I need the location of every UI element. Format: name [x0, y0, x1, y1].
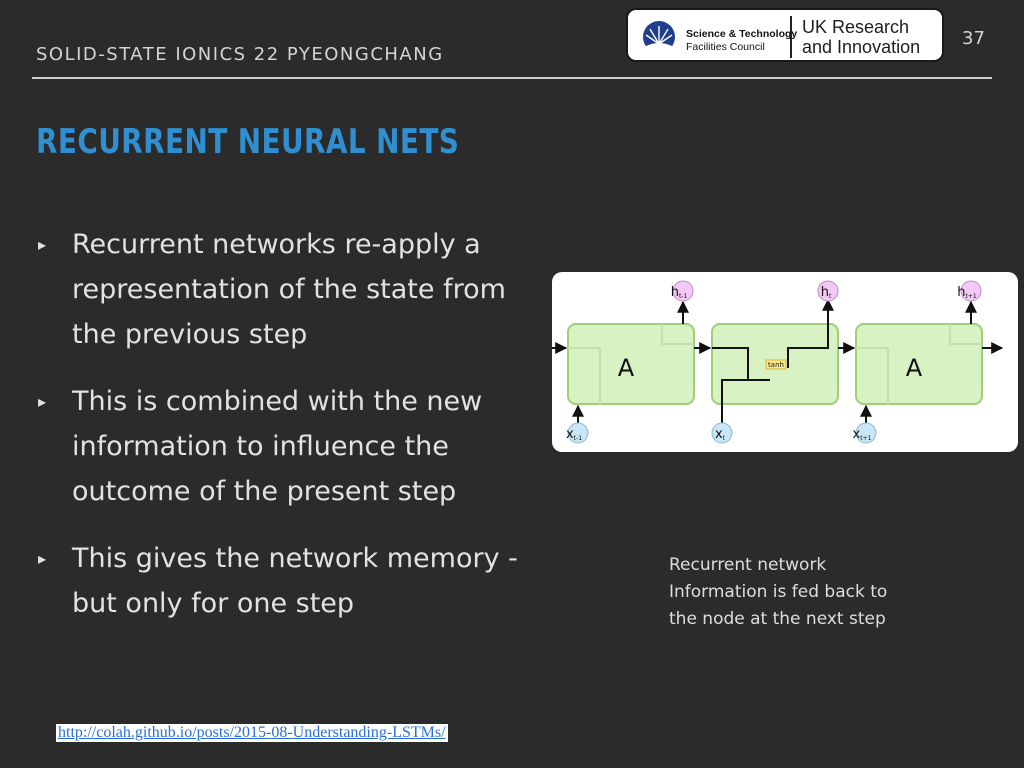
ukri-name-line2: and Innovation	[802, 37, 921, 57]
diagram-caption: Recurrent network Information is fed bac…	[669, 555, 888, 629]
bullet-list: ▸ Recurrent networks re-apply a represen…	[38, 222, 558, 648]
bullet-marker-icon: ▸	[38, 549, 47, 568]
input-node-right	[855, 422, 877, 444]
bullet-item: ▸ Recurrent networks re-apply a represen…	[38, 222, 558, 357]
input-node-middle-label: xt	[715, 427, 726, 442]
rnn-unrolled-diagram: tanh A A ht-1 ht ht+1 xt-1 xt xt+1	[552, 280, 1004, 444]
stfc-name-line2: Facilities Council	[686, 41, 765, 53]
input-node-left-label: xt-1	[566, 427, 582, 442]
output-node-middle	[817, 280, 839, 302]
input-node-right-label: xt+1	[853, 427, 872, 442]
bullet-marker-icon: ▸	[38, 392, 47, 411]
output-node-right	[960, 280, 982, 302]
rnn-diagram-card: tanh A A ht-1 ht ht+1 xt-1 xt xt+1	[552, 272, 1018, 452]
input-node-left	[567, 422, 589, 444]
bullet-item: ▸ This is combined with the new informat…	[38, 379, 558, 514]
output-node-left	[672, 280, 694, 302]
bullet-marker-icon: ▸	[38, 235, 47, 254]
page-number: 37	[962, 28, 985, 49]
slide-title: RECURRENT NEURAL NETS	[36, 122, 460, 162]
tanh-gate-label: tanh	[768, 361, 784, 369]
input-node-middle	[711, 422, 733, 444]
ukri-name-line1: UK Research	[802, 17, 910, 37]
bullet-text: Recurrent networks re-apply a representa…	[72, 229, 506, 350]
output-node-right-label: ht+1	[957, 285, 977, 300]
source-link[interactable]: http://colah.github.io/posts/2015-08-Und…	[56, 724, 448, 742]
stfc-name-line1: Science & Technology	[686, 28, 798, 40]
bullet-text: This gives the network memory - but only…	[72, 543, 518, 619]
partner-logo: Science & Technology Facilities Council …	[626, 8, 944, 62]
output-node-left-label: ht-1	[671, 285, 688, 300]
rnn-cell-left-label: A	[618, 354, 635, 382]
tanh-gate	[765, 359, 787, 370]
logo-divider	[790, 16, 792, 58]
stfc-emblem-icon	[643, 21, 675, 54]
slide-header: SOLID-STATE IONICS 22 PYEONGCHANG	[36, 44, 444, 65]
header-rule	[32, 77, 992, 79]
rnn-cell-right-label: A	[906, 354, 923, 382]
output-node-middle-label: ht	[821, 285, 832, 300]
bullet-text: This is combined with the new informatio…	[72, 386, 483, 507]
bullet-item: ▸ This gives the network memory - but on…	[38, 536, 558, 626]
